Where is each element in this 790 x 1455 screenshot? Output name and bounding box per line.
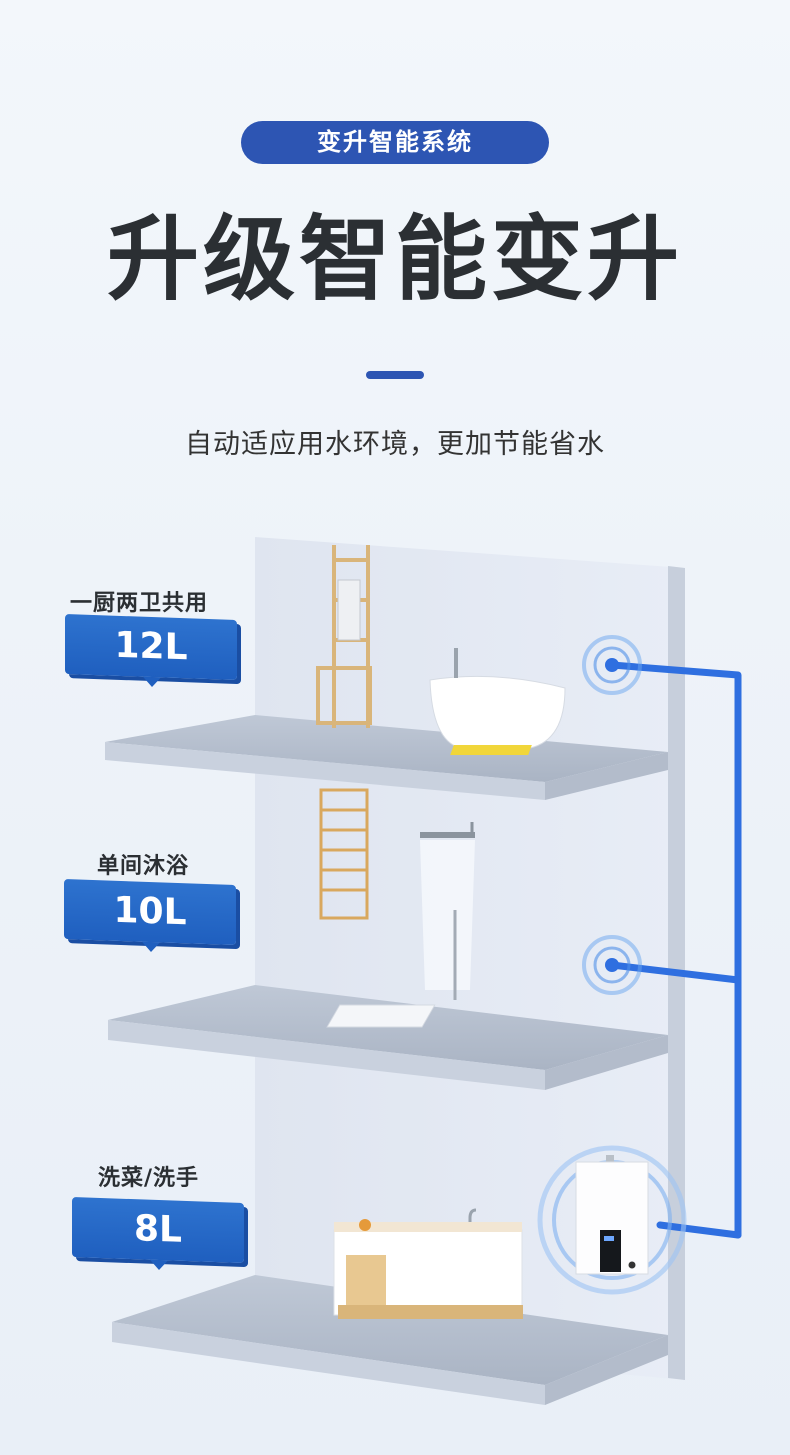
page-subtitle: 自动适应用水环境，更加节能省水 xyxy=(185,429,605,460)
scenario-label: 洗菜/洗手 xyxy=(98,1166,200,1191)
shower xyxy=(326,822,475,1028)
kitchen-cabinet xyxy=(333,1208,523,1319)
shelf-top xyxy=(105,715,668,800)
bath-mat xyxy=(450,745,532,755)
scenario-label: 一厨两卫共用 xyxy=(70,591,209,616)
flow-rate-badge: 10L xyxy=(64,878,236,946)
scenario-label: 单间沐浴 xyxy=(97,854,190,879)
water-heater xyxy=(537,1145,687,1295)
section-badge: 变升智能系统 xyxy=(241,121,549,164)
towel-radiator xyxy=(319,788,369,920)
flow-rate-badge: 12L xyxy=(65,613,237,681)
sensor-signal-middle xyxy=(582,935,642,995)
shelf-bottom xyxy=(112,1275,668,1405)
towel xyxy=(337,579,361,641)
flow-rate-badge: 8L xyxy=(72,1196,244,1264)
connection-lines xyxy=(608,661,742,1239)
sensor-signal-top xyxy=(582,635,642,695)
page-title: 升级智能变升 xyxy=(106,206,683,313)
title-divider xyxy=(366,371,424,379)
bathtub xyxy=(429,675,566,749)
